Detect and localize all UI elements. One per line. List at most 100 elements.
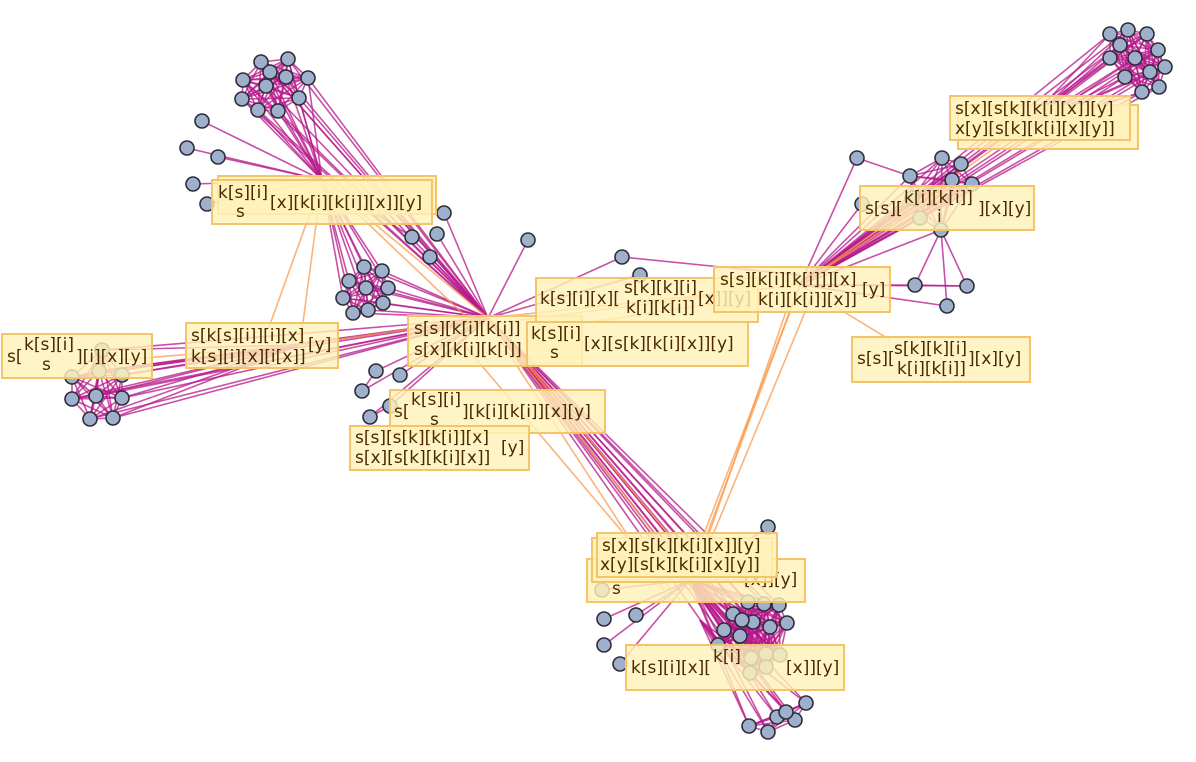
label-12-tail: ][x][y]: [968, 349, 1021, 369]
node-bottom-lower[interactable]: [741, 718, 757, 734]
node-mid-left[interactable]: [360, 302, 376, 318]
node-leaf[interactable]: [760, 519, 776, 535]
leaf-edge: [436, 233, 489, 319]
node-far-left[interactable]: [105, 410, 121, 426]
node-bottom[interactable]: [762, 619, 778, 635]
hub-edge: [257, 109, 323, 181]
node-top-right[interactable]: [1139, 26, 1155, 42]
node-leaf[interactable]: [596, 637, 612, 653]
label-8[interactable]: s[s][s[k][k[i]][x] s[x][s[k][k[i][x]] [y…: [349, 425, 530, 471]
node-mid-left[interactable]: [358, 280, 374, 296]
node-bottom-lower[interactable]: [760, 724, 776, 740]
node-right[interactable]: [944, 172, 960, 188]
node-bottom[interactable]: [779, 615, 795, 631]
node-top-right[interactable]: [1112, 37, 1128, 53]
node-leaf[interactable]: [628, 607, 644, 623]
node-top-left[interactable]: [234, 91, 250, 107]
node-top-left[interactable]: [278, 69, 294, 85]
node-top-left[interactable]: [280, 51, 296, 67]
node-top-right[interactable]: [1150, 42, 1166, 58]
label-3-line2: k[s][i][x][i[x]]: [191, 347, 306, 367]
node-leaf[interactable]: [849, 150, 865, 166]
node-top-left[interactable]: [291, 90, 307, 106]
node-top-left[interactable]: [235, 72, 251, 88]
label-12[interactable]: s[s][ s[k][k][i] k[i][k[i]] ][x][y]: [851, 336, 1031, 383]
node-mid-left[interactable]: [335, 290, 351, 306]
node-leaf[interactable]: [520, 232, 536, 248]
node-far-left[interactable]: [88, 388, 104, 404]
node-leaf[interactable]: [185, 176, 201, 192]
node-mid-left[interactable]: [375, 295, 391, 311]
node-far-left[interactable]: [64, 391, 80, 407]
node-leaf[interactable]: [429, 226, 445, 242]
node-top-left[interactable]: [262, 64, 278, 80]
label-7[interactable]: s[ k[s][i] s ][k[i][k[i]][x][y]: [389, 389, 606, 434]
node-mid-left[interactable]: [374, 263, 390, 279]
node-far-left[interactable]: [82, 411, 98, 427]
label-11-line1: s[x][s[k][k[i][x]][y]: [955, 99, 1114, 119]
node-top-left[interactable]: [253, 54, 269, 70]
node-leaf[interactable]: [436, 205, 452, 221]
node-right[interactable]: [953, 156, 969, 172]
node-leaf[interactable]: [362, 409, 378, 425]
label-9-line2: k[i][k[i]][x]]: [758, 290, 857, 310]
node-top-right[interactable]: [1102, 26, 1118, 42]
node-top-left[interactable]: [300, 70, 316, 86]
label-15[interactable]: k[s][i][x][ k[i] [x]][y]: [625, 644, 845, 691]
node-top-left[interactable]: [270, 103, 286, 119]
node-top-right[interactable]: [1120, 22, 1136, 38]
leaf-edge: [940, 229, 948, 307]
node-far-left[interactable]: [114, 390, 130, 406]
node-leaf[interactable]: [179, 140, 195, 156]
label-5-tail: [x][s[k][k[i][x]][y]: [584, 334, 734, 354]
node-bottom[interactable]: [716, 622, 732, 638]
inter-cluster-edge: [699, 299, 791, 561]
node-leaf[interactable]: [907, 277, 923, 293]
node-leaf[interactable]: [354, 383, 370, 399]
node-leaf[interactable]: [392, 367, 408, 383]
node-bottom[interactable]: [734, 612, 750, 628]
node-top-right[interactable]: [1127, 50, 1143, 66]
node-leaf[interactable]: [614, 249, 630, 265]
node-mid-left[interactable]: [345, 305, 361, 321]
node-top-right[interactable]: [1142, 64, 1158, 80]
label-11[interactable]: s[x][s[k][k[i][x]][y] x[y][s[k][k[i][x][…: [949, 95, 1139, 150]
node-mid-left[interactable]: [380, 280, 396, 296]
node-mid-left[interactable]: [341, 273, 357, 289]
label-10[interactable]: s[s][ k[i][k[i]] i ][x][y]: [859, 185, 1035, 231]
label-7-sup: k[s][i]: [411, 390, 461, 410]
node-top-right[interactable]: [1102, 50, 1118, 66]
node-leaf[interactable]: [959, 278, 975, 294]
node-leaf[interactable]: [596, 611, 612, 627]
node-bottom[interactable]: [732, 628, 748, 644]
node-top-left[interactable]: [258, 78, 274, 94]
label-13[interactable]: s[x][s[k][k[i][x]][y] x[y][s[k][k[i][x][…: [591, 532, 778, 583]
label-8-tail: [y]: [501, 438, 524, 458]
node-leaf[interactable]: [368, 363, 384, 379]
node-top-right[interactable]: [1117, 69, 1133, 85]
label-2[interactable]: s[ k[s][i] s ][i][x][y]: [1, 333, 153, 379]
node-top-left[interactable]: [250, 102, 266, 118]
node-leaf[interactable]: [939, 298, 955, 314]
label-9[interactable]: s[s][k[i][k[i]]][x] k[i][k[i]][x]] [y]: [713, 266, 891, 313]
label-13-line1: s[x][s[k][k[i][x]][y]: [602, 536, 761, 556]
node-top-right[interactable]: [1157, 59, 1173, 75]
label-13-line2: x[y][s[k][k[i][x][y]]: [600, 555, 760, 575]
node-leaf[interactable]: [612, 656, 628, 672]
label-10-line2: i: [937, 207, 942, 227]
node-leaf[interactable]: [422, 249, 438, 265]
node-bottom-lower[interactable]: [778, 704, 794, 720]
node-leaf[interactable]: [404, 229, 420, 245]
node-bottom-lower[interactable]: [798, 695, 814, 711]
node-right[interactable]: [934, 150, 950, 166]
label-1[interactable]: k[s][i] s [x][k[i][k[i]][x]][y]: [211, 175, 437, 225]
hub-edge: [381, 270, 489, 319]
label-5[interactable]: k[s][i] s [x][s[k][k[i][x]][y]: [526, 321, 749, 367]
label-3[interactable]: s[k[s][i]][i][x] k[s][i][x][i[x]] [y]: [185, 322, 339, 369]
node-leaf[interactable]: [194, 113, 210, 129]
node-top-right[interactable]: [1151, 79, 1167, 95]
node-leaf[interactable]: [210, 149, 226, 165]
node-right[interactable]: [902, 168, 918, 184]
node-mid-left[interactable]: [356, 259, 372, 275]
node-top-right[interactable]: [1134, 84, 1150, 100]
